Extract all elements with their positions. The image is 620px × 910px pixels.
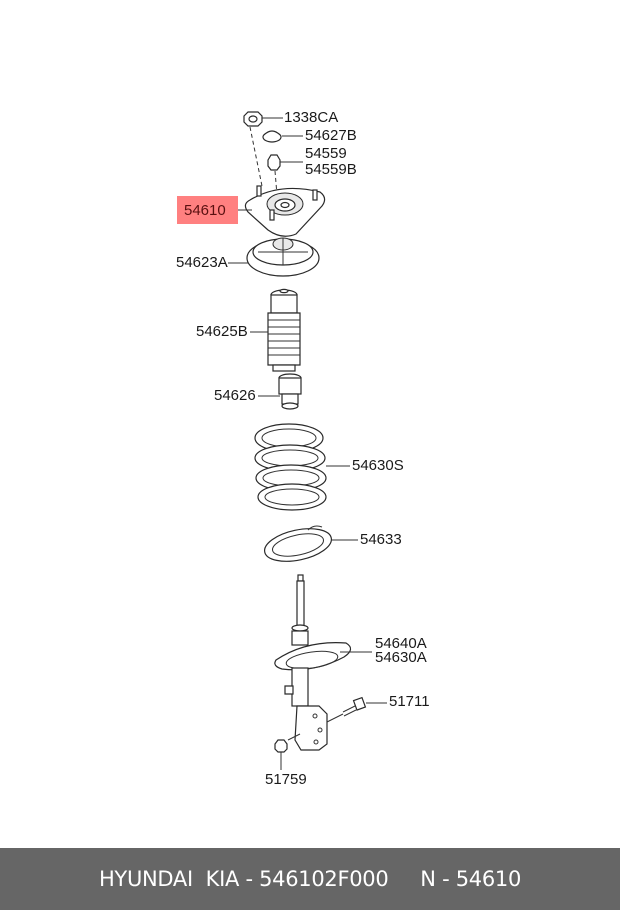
label-54626[interactable]: 54626 [214, 387, 256, 404]
label-54633[interactable]: 54633 [360, 531, 402, 548]
shock-absorber-54640a-icon [274, 574, 352, 751]
nut-1338ca-icon [243, 111, 283, 127]
highlight-box [177, 196, 238, 224]
dust-boot-54625b-icon [267, 288, 301, 372]
cap-54627b-icon [262, 130, 303, 143]
footer-part-info: HYUNDAI KIA - 546102F000 N - 54610 [98, 867, 522, 891]
label-54623a[interactable]: 54623A [176, 254, 228, 271]
label-54559b[interactable]: 54559B [305, 161, 357, 178]
label-1338ca[interactable]: 1338CA [284, 109, 339, 126]
coil-spring-54630s-icon [254, 423, 327, 511]
label-54640a[interactable]: 54640A [375, 635, 427, 652]
strut-mount-54610-icon [244, 185, 326, 237]
label-54630a[interactable]: 54630A [375, 649, 427, 666]
strut-assembly-drawing [228, 111, 387, 770]
spring-pad-54633-icon [263, 525, 333, 562]
label-54625b[interactable]: 54625B [196, 323, 248, 340]
label-54630s[interactable]: 54630S [352, 457, 404, 474]
footer-bar: HYUNDAI KIA - 546102F000 N - 54610 [0, 848, 620, 910]
nut-54559-icon [267, 154, 303, 171]
label-54610[interactable]: 54610 [184, 202, 226, 219]
label-51711[interactable]: 51711 [389, 693, 430, 710]
bump-stop-54626-icon [278, 373, 302, 410]
spring-seat-54623a-icon [246, 237, 320, 277]
nut-51759-icon [274, 733, 301, 770]
label-51759[interactable]: 51759 [265, 771, 307, 788]
label-54559[interactable]: 54559 [305, 145, 347, 162]
parts-diagram: 54610 1338CA 54627B 54559 54559B 54623A … [176, 109, 430, 788]
label-54627b[interactable]: 54627B [305, 127, 357, 144]
bolt-51711-icon [326, 696, 387, 723]
